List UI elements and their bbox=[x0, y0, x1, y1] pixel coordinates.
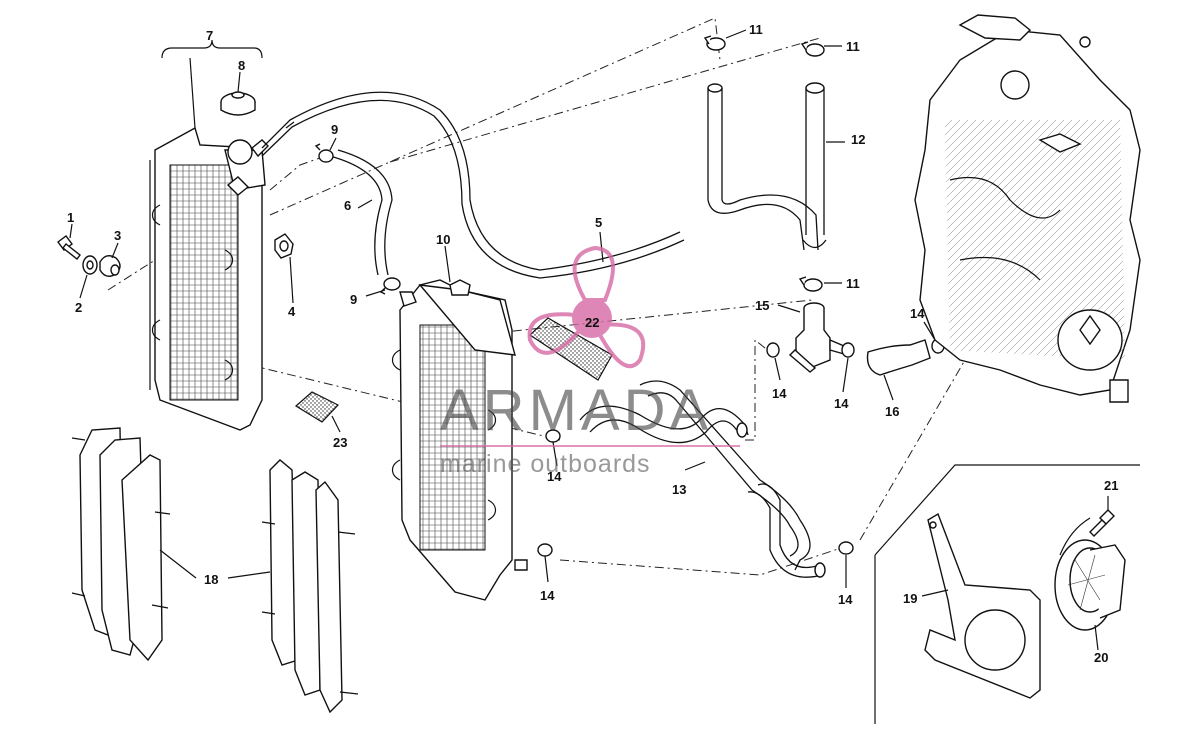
thermostat-hose bbox=[707, 82, 827, 251]
hose-clamp-14b bbox=[841, 342, 855, 358]
fan-bolt bbox=[1089, 509, 1115, 537]
hose-clamp-9a bbox=[314, 143, 334, 163]
callout-9b: 9 bbox=[350, 292, 357, 307]
callout-23: 23 bbox=[333, 435, 347, 450]
callout-11c: 11 bbox=[846, 276, 860, 291]
callout-14f: 14 bbox=[838, 592, 853, 607]
hose-clamp-14f bbox=[838, 541, 854, 555]
callout-14e: 14 bbox=[540, 588, 555, 603]
bypass-hose bbox=[866, 339, 931, 376]
callout-10: 10 bbox=[436, 232, 450, 247]
connecting-hose bbox=[329, 149, 393, 276]
lower-hose bbox=[579, 380, 826, 578]
callout-13: 13 bbox=[672, 482, 686, 497]
right-radiator bbox=[391, 279, 528, 601]
left-radiator bbox=[149, 126, 269, 431]
callout-4: 4 bbox=[288, 304, 296, 319]
callout-14c: 14 bbox=[834, 396, 849, 411]
thermostat-housing bbox=[788, 302, 845, 373]
callout-11a: 11 bbox=[749, 22, 763, 37]
callout-2: 2 bbox=[75, 300, 82, 315]
callout-1: 1 bbox=[67, 210, 74, 225]
callout-21: 21 bbox=[1104, 478, 1118, 493]
radiator-louver-left bbox=[71, 427, 171, 662]
callout-14d: 14 bbox=[547, 469, 562, 484]
callout-5: 7 bbox=[206, 28, 213, 43]
radiator-louver-right bbox=[261, 459, 359, 714]
hose-clamp-11b bbox=[800, 41, 825, 57]
callout-20: 20 bbox=[1094, 650, 1108, 665]
cooling-fan bbox=[1054, 517, 1126, 631]
fan-bracket bbox=[924, 512, 1041, 699]
watermark-subtitle: marine outboards bbox=[440, 450, 651, 478]
callout-6: 8 bbox=[238, 58, 245, 73]
callout-7: 5 bbox=[595, 215, 602, 230]
callout-15: 15 bbox=[755, 298, 769, 313]
grommet bbox=[274, 233, 294, 259]
foam-pad-23 bbox=[294, 391, 339, 423]
callout-14b: 14 bbox=[772, 386, 787, 401]
watermark-title: ARMADA bbox=[440, 378, 713, 443]
callout-19: 19 bbox=[903, 591, 917, 606]
callout-12: 12 bbox=[851, 132, 865, 147]
hose-clamp-11a bbox=[703, 35, 726, 51]
hose-clamp-14a bbox=[766, 342, 780, 358]
callout-8: 6 bbox=[344, 198, 351, 213]
engine-block bbox=[914, 14, 1141, 403]
callout-3: 3 bbox=[114, 228, 121, 243]
callout-18: 18 bbox=[204, 572, 218, 587]
callout-5-bracket bbox=[161, 39, 263, 59]
fan-detail-frame bbox=[874, 464, 1140, 724]
radiator-cap bbox=[220, 91, 256, 116]
callout-14a: 14 bbox=[910, 306, 925, 321]
callout-11b: 11 bbox=[846, 39, 860, 54]
callout-16: 16 bbox=[885, 404, 899, 419]
bolt-washer-grommet bbox=[57, 235, 121, 277]
callout-9a: 9 bbox=[331, 122, 338, 137]
hose-clamp-11c bbox=[798, 276, 823, 292]
